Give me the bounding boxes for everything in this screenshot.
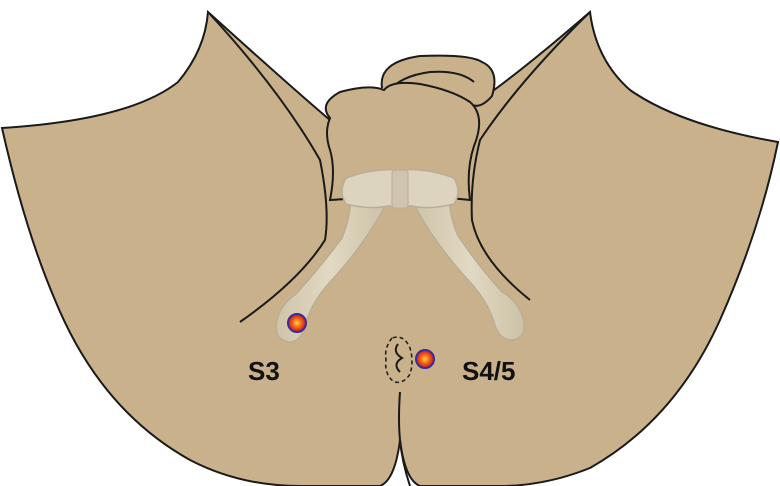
label-s3: S3	[248, 356, 280, 386]
marker-s3	[288, 314, 306, 332]
marker-s45	[416, 350, 434, 368]
label-s45: S4/5	[462, 356, 516, 386]
symphysis-groove	[392, 170, 408, 208]
